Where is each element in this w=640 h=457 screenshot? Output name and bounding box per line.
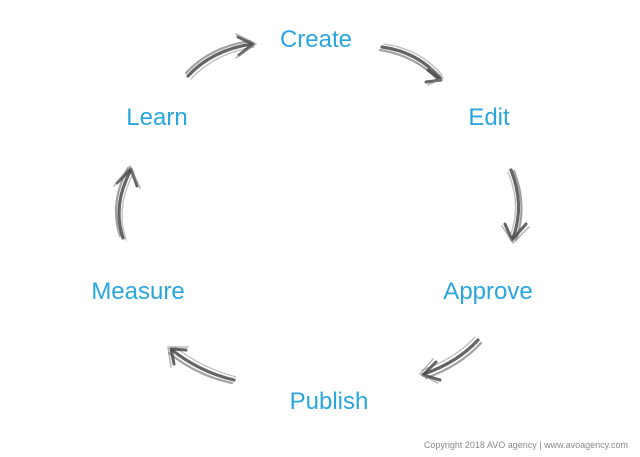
arrow-edit-to-approve (501, 168, 530, 244)
arrow-learn-to-create (184, 33, 257, 80)
arrow-approve-to-publish (419, 336, 483, 384)
step-publish: Publish (289, 388, 369, 415)
arrow-create-to-edit (378, 43, 444, 86)
step-learn: Learn (126, 104, 188, 131)
step-edit: Edit (468, 104, 510, 131)
arrow-publish-to-measure (167, 346, 237, 385)
copyright-notice: Copyright 2018 AVO agency | www.avoagenc… (423, 440, 628, 450)
step-create: Create (279, 26, 353, 53)
step-approve: Approve (443, 278, 533, 305)
step-measure: Measure (91, 278, 185, 305)
arrow-measure-to-learn (113, 165, 141, 241)
